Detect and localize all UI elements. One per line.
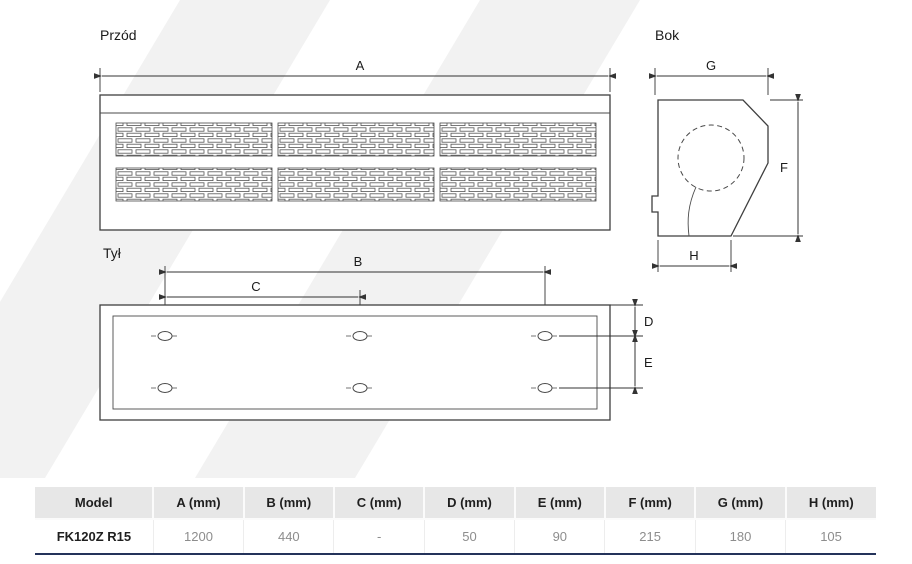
back-inner-panel — [112, 315, 598, 410]
dim-h: H — [651, 240, 738, 272]
value-f: 215 — [604, 519, 696, 554]
dim-e-label: E — [644, 355, 653, 370]
dim-e: E — [559, 329, 653, 395]
table-row: FK120Z R15 1200 440 - 50 90 215 180 105 — [35, 519, 876, 554]
technical-drawing: Przód A Bok — [0, 0, 803, 478]
back-housing — [99, 304, 611, 421]
value-b: 440 — [243, 519, 335, 554]
value-e: 90 — [514, 519, 606, 554]
col-header-h: H (mm) — [785, 487, 876, 520]
dim-d: D — [559, 298, 653, 343]
col-header-model: Model — [35, 487, 155, 520]
side-view: Bok G F H — [648, 27, 803, 272]
dim-g-label: G — [706, 58, 716, 73]
back-view-label: Tył — [103, 245, 122, 261]
value-h: 105 — [785, 519, 876, 554]
col-header-g: G (mm) — [695, 487, 787, 520]
value-g: 180 — [695, 519, 787, 554]
model-cell: FK120Z R15 — [35, 519, 154, 554]
dimensions-table: Model A (mm) B (mm) C (mm) D (mm) E (mm)… — [35, 487, 876, 555]
col-header-d: D (mm) — [424, 487, 516, 520]
side-view-label: Bok — [655, 27, 680, 43]
dim-f: F — [733, 93, 803, 243]
value-c: - — [333, 519, 425, 554]
col-header-e: E (mm) — [514, 487, 606, 520]
col-header-a: A (mm) — [153, 487, 245, 520]
scroll-line — [687, 186, 697, 237]
value-a: 1200 — [153, 519, 245, 554]
front-grille-top — [115, 122, 597, 157]
front-view-label: Przód — [100, 27, 137, 43]
dim-g: G — [648, 58, 775, 95]
front-housing — [99, 94, 611, 231]
front-view: Przód A — [93, 27, 617, 231]
dim-a: A — [93, 58, 617, 92]
col-header-b: B (mm) — [243, 487, 335, 520]
col-header-f: F (mm) — [604, 487, 697, 520]
dim-a-label: A — [356, 58, 365, 73]
front-grille-bottom — [115, 167, 597, 202]
back-view: Tył B C — [99, 245, 653, 421]
value-d: 50 — [424, 519, 516, 554]
dim-b-label: B — [354, 254, 363, 269]
col-header-c: C (mm) — [333, 487, 426, 520]
dim-d-label: D — [644, 314, 653, 329]
dim-c-label: C — [251, 279, 260, 294]
dim-h-label: H — [689, 248, 698, 263]
dim-f-label: F — [780, 160, 788, 175]
fan-circle — [677, 124, 745, 192]
side-profile — [651, 99, 769, 237]
table-header-row: Model A (mm) B (mm) C (mm) D (mm) E (mm)… — [35, 487, 876, 520]
mounting-slots — [151, 331, 559, 393]
